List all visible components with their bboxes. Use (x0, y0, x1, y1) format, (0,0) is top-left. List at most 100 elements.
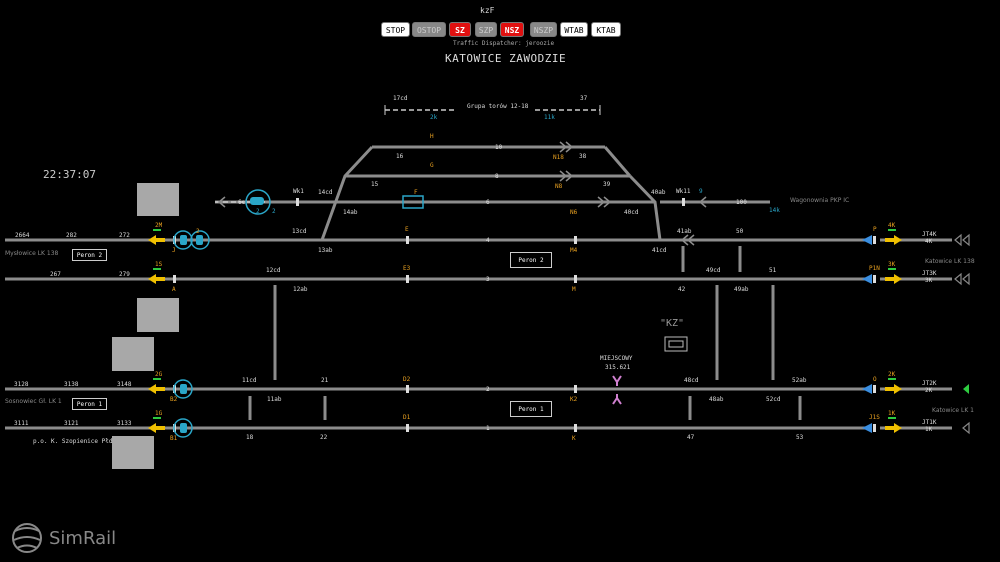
signal-label[interactable]: M4 (570, 247, 578, 254)
switch-label[interactable]: 18 (246, 434, 254, 441)
switch-label[interactable]: 22 (320, 434, 328, 441)
switch-label[interactable]: 50 (736, 228, 744, 235)
signal-label[interactable]: 1G (155, 410, 163, 417)
signal-label[interactable]: 3K (888, 261, 896, 268)
signal-label[interactable]: O (873, 376, 877, 383)
cmd-button-wtab[interactable]: WTAB (560, 22, 588, 37)
signal-label[interactable]: G (430, 162, 434, 169)
switch-label[interactable]: 52cd (766, 396, 781, 403)
block-label: 282 (66, 232, 77, 239)
switch-label[interactable]: 49cd (706, 267, 721, 274)
cmd-button-ostop[interactable]: OSTOP (412, 22, 446, 37)
switch-label[interactable]: 52ab (792, 377, 807, 384)
camera-view[interactable] (112, 436, 154, 469)
block-label: 3121 (64, 420, 79, 427)
local-control-title: MIEJSCOWY (600, 355, 633, 362)
block-label: JT1K (922, 419, 937, 426)
signal-label[interactable]: Wk1 (293, 188, 304, 195)
track-number: 100 (736, 199, 747, 206)
signal-label[interactable]: A (172, 286, 176, 293)
signal-label[interactable]: B2 (170, 396, 178, 403)
signal-label[interactable]: M (572, 286, 576, 293)
switch-label[interactable]: 41cd (652, 247, 667, 254)
signal-label[interactable]: 14k (769, 207, 780, 214)
signal-label[interactable]: K2 (570, 396, 578, 403)
switch-label[interactable]: 53 (796, 434, 804, 441)
switch-label[interactable]: 51 (769, 267, 777, 274)
signal-label[interactable]: 2K (888, 371, 896, 378)
signal-label[interactable]: Wk11 (676, 188, 691, 195)
switch-label[interactable]: 13cd (292, 228, 307, 235)
signal-label[interactable]: E3 (403, 265, 411, 272)
track-number: 17cd (393, 95, 408, 102)
camera-view[interactable] (137, 183, 179, 216)
signal-label[interactable]: 2M (155, 222, 163, 229)
cmd-button-nszp[interactable]: NSZP (530, 22, 557, 37)
signal-label[interactable]: J (172, 247, 176, 254)
signal-label[interactable]: F (414, 189, 418, 196)
track-number: 3 (486, 276, 490, 283)
signal-label[interactable]: N6 (570, 209, 578, 216)
signal-label[interactable]: P (873, 226, 877, 233)
switch-label[interactable]: 49ab (734, 286, 749, 293)
block-label: 3K (925, 277, 933, 284)
block-label: 1K (925, 426, 933, 433)
signal-label[interactable]: B1 (170, 435, 178, 442)
switch-label[interactable]: 38 (579, 153, 587, 160)
switch-label[interactable]: 21 (321, 377, 329, 384)
signal-label[interactable]: 9 (699, 188, 703, 195)
signal-label[interactable]: D2 (403, 376, 411, 383)
switch-label[interactable]: 16 (396, 153, 404, 160)
signal-label[interactable]: P1N (869, 265, 880, 272)
signal-label[interactable]: 1S (155, 261, 163, 268)
switch-label[interactable]: 39 (603, 181, 611, 188)
switch-label[interactable]: 40cd (624, 209, 639, 216)
switch-label[interactable]: 40ab (651, 189, 666, 196)
signal-label[interactable]: H (430, 133, 434, 140)
signal-label[interactable]: N8 (555, 183, 563, 190)
cmd-button-stop[interactable]: STOP (381, 22, 410, 37)
signal-label[interactable]: K (572, 435, 576, 442)
signal-label[interactable]: 6e (238, 199, 246, 206)
signal-label[interactable]: J1S (869, 414, 880, 421)
switch-label[interactable]: 11cd (242, 377, 257, 384)
switch-label[interactable]: 14ab (343, 209, 358, 216)
block-label: 3138 (64, 381, 79, 388)
signal-label[interactable]: N18 (553, 154, 564, 161)
station-title: KATOWICE ZAWODZIE (445, 52, 567, 65)
switch-label[interactable]: 14cd (318, 189, 333, 196)
signal-label[interactable]: 2 (196, 228, 200, 235)
signal-label[interactable]: 2 (272, 208, 276, 215)
direction-label: Katowice LK 1 (932, 407, 975, 414)
block-label: 272 (119, 232, 130, 239)
signal-label[interactable]: 2 (256, 208, 260, 215)
switch-label[interactable]: 41ab (677, 228, 692, 235)
cmd-button-ktab[interactable]: KTAB (591, 22, 621, 37)
switch-label[interactable]: 12ab (293, 286, 308, 293)
station-marker: "KZ" (660, 318, 685, 329)
signal-label[interactable]: 2k (430, 114, 438, 121)
signal-label[interactable]: 1K (888, 410, 896, 417)
cmd-button-nsz[interactable]: NSZ (500, 22, 524, 37)
switch-label[interactable]: 47 (687, 434, 695, 441)
switch-label[interactable]: 15 (371, 181, 379, 188)
camera-view[interactable] (137, 298, 179, 332)
switch-label[interactable]: 48cd (684, 377, 699, 384)
cmd-button-szp[interactable]: SZP (475, 22, 497, 37)
signal-label[interactable]: 2G (155, 371, 163, 378)
camera-view[interactable] (112, 337, 154, 371)
signal-label[interactable]: D1 (403, 414, 411, 421)
signal-label[interactable]: 11k (544, 114, 555, 121)
switch-label[interactable]: 11ab (267, 396, 282, 403)
switch-label[interactable]: 13ab (318, 247, 333, 254)
kz-box[interactable] (664, 336, 688, 352)
block-label: 2664 (15, 232, 30, 239)
switch-label[interactable]: 42 (678, 286, 686, 293)
cmd-button-sz[interactable]: SZ (449, 22, 471, 37)
switch-label[interactable]: 48ab (709, 396, 724, 403)
signal-label[interactable]: 4K (888, 222, 896, 229)
signal-label[interactable]: E (405, 226, 409, 233)
switch-label[interactable]: 12cd (266, 267, 281, 274)
block-label: JT3K (922, 270, 937, 277)
